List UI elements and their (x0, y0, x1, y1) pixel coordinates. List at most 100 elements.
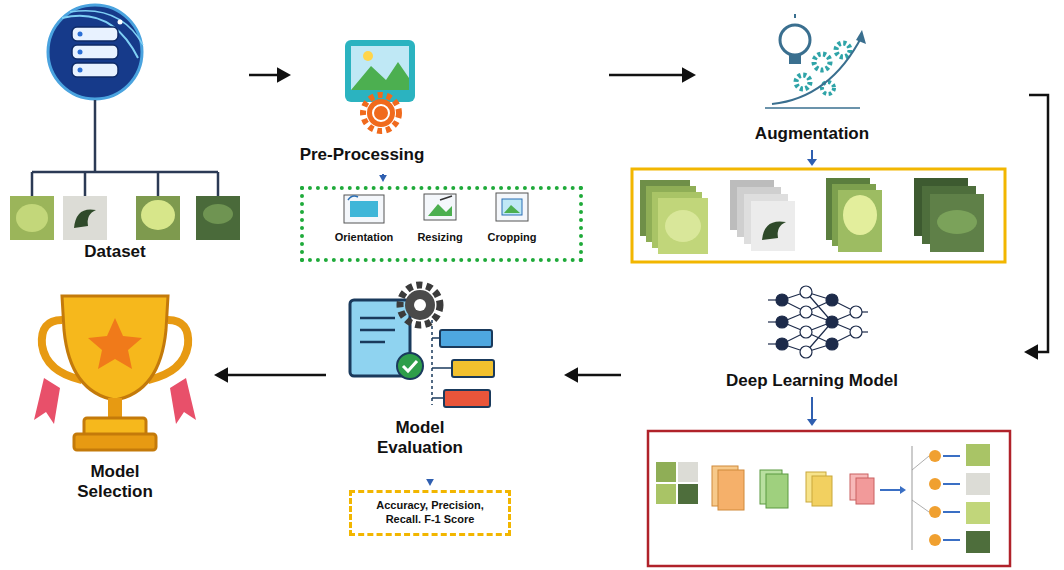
database-icon-part (72, 27, 118, 41)
cnn-architecture-panel-part (929, 506, 941, 518)
stage-label: Dataset (84, 242, 145, 262)
arrowhead (426, 479, 434, 486)
cnn-architecture-panel-part (812, 476, 832, 506)
cnn-architecture-panel-part (966, 502, 990, 524)
neural-network-icon-part (800, 286, 812, 298)
database-icon-part (78, 50, 83, 55)
cnn-architecture-panel-part (880, 489, 900, 491)
dataset-thumbnails-part (136, 196, 180, 240)
trophy-icon-part (88, 318, 142, 369)
evaluation-icon-part (432, 367, 452, 369)
cnn-architecture-panel-part (943, 539, 960, 541)
flow-arrow (225, 374, 326, 377)
cnn-architecture-panel-part (678, 462, 698, 482)
neural-network-icon-part (800, 326, 812, 338)
trophy-icon-part (74, 434, 156, 450)
tree-lines-part (157, 172, 160, 196)
dotted-box: OrientationResizingCropping (300, 186, 583, 262)
neural-network-icon-part (800, 346, 812, 358)
dashed-box: Accuracy, Precision, Recall. F-1 Score (349, 490, 511, 536)
stage-label: Deep Learning Model (726, 371, 898, 391)
preprocess-step-icons-part (344, 195, 384, 223)
preprocess-step-icons-part (424, 194, 456, 220)
preprocess-step-icons-part (504, 205, 520, 213)
neural-network-icon-part (776, 316, 788, 328)
dataset-thumbnails-part (10, 196, 54, 240)
evaluation-icon-part (452, 360, 494, 377)
cnn-architecture-panel-part (912, 446, 913, 550)
preprocess-step-icons-part (350, 201, 378, 217)
small-arrow-part (811, 397, 813, 420)
cnn-architecture-panel-part (929, 450, 941, 462)
database-icon-part (72, 45, 118, 59)
evaluation-icon-part (440, 330, 492, 347)
database-icon-part (48, 5, 142, 99)
trophy-icon-part (62, 296, 168, 400)
neural-network-icon-part (800, 306, 812, 318)
arrowhead (277, 67, 291, 82)
augmented-images-panel-part (838, 190, 882, 252)
database-icon-part (72, 63, 118, 77)
neural-network-icon-part (850, 306, 862, 318)
dataset-thumbnails-part (196, 196, 240, 240)
step-label: Resizing (417, 231, 462, 244)
cnn-architecture-panel-part (966, 531, 990, 553)
cnn-architecture-panel-part (766, 474, 788, 508)
evaluation-icon-part (432, 337, 440, 339)
neural-network-icon-part (850, 326, 862, 338)
dataset-thumbnails-part (16, 204, 48, 232)
cnn-architecture-panel-part (718, 470, 744, 510)
stage-label: Model Selection (65, 462, 165, 503)
evaluation-icon-part (414, 299, 426, 311)
augmented-images-panel (632, 169, 1005, 262)
arrowhead (1024, 344, 1038, 359)
bulb-gears-icon-part (836, 43, 850, 57)
preprocess-step-icons-part (348, 196, 358, 200)
dataset-thumbnails-part (141, 200, 175, 230)
image-gear-icon-part (367, 99, 395, 127)
augmented-images-panel-part (632, 169, 1005, 262)
evaluation-icon-part (405, 290, 435, 320)
tree-lines-part (217, 172, 220, 196)
neural-network-icon-part (826, 316, 838, 328)
trophy-icon-part (170, 378, 196, 424)
evaluation-icon-part (432, 397, 444, 399)
preprocess-step-icons-part (440, 196, 452, 200)
database-icon (48, 5, 143, 99)
cnn-architecture-panel-part (656, 484, 676, 504)
flow-arrow (1029, 95, 1048, 352)
stage-node: Dataset (5, 2, 245, 267)
neural-network-icon-part (776, 294, 788, 306)
augmented-images-panel-part (665, 210, 701, 242)
small-arrow (807, 150, 817, 166)
evaluation-icon (350, 285, 494, 407)
metric-text: Accuracy, Precision, Recall. F-1 Score (360, 499, 500, 527)
image-gear-icon-part (363, 95, 399, 131)
evaluation-icon-part (444, 390, 490, 407)
flow-arrow (575, 374, 621, 377)
bulb-gears-icon-part (780, 25, 810, 55)
bulb-gears-icon-part (814, 54, 830, 70)
flow-arrow (609, 74, 685, 77)
database-icon-part (62, 16, 138, 58)
arrowhead (214, 367, 228, 382)
tree-lines-part (84, 172, 87, 196)
evaluation-icon-part (397, 353, 423, 379)
evaluation-icon-part (360, 341, 385, 344)
arrowhead (564, 367, 578, 382)
dataset-thumbnails (10, 196, 240, 240)
stage-label: Model Evaluation (365, 418, 475, 459)
cnn-architecture-panel-part (912, 500, 929, 512)
small-arrow (807, 397, 817, 426)
cnn-architecture-panel (648, 431, 1010, 566)
bulb-gears-icon-part (856, 30, 866, 44)
tree-lines-part (32, 171, 218, 174)
small-arrow-part (807, 159, 817, 166)
trophy-icon-part (34, 378, 60, 424)
bulb-gears-icon-part (789, 55, 801, 64)
small-arrow-part (811, 150, 813, 160)
